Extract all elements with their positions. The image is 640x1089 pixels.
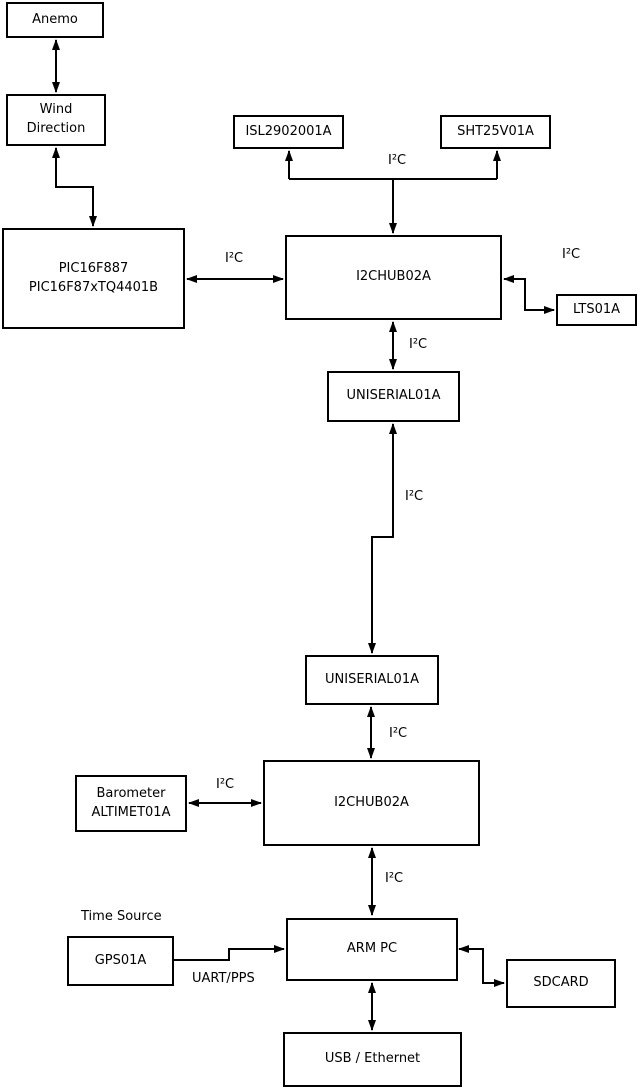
i2c-hub1-box: I2CHUB02A bbox=[285, 235, 502, 320]
arm-pc-box: ARM PC bbox=[286, 918, 458, 981]
pic-microcontroller-label: PIC16F887 PIC16F87xTQ4401B bbox=[28, 260, 159, 295]
usb-ethernet-box: USB / Ethernet bbox=[283, 1032, 462, 1087]
i2c-label-hub1-lts: I²C bbox=[562, 247, 581, 262]
gps-box: GPS01A bbox=[67, 936, 174, 986]
sht-sensor-box: SHT25V01A bbox=[440, 115, 551, 149]
i2c-label-hub1-uniserial1: I²C bbox=[409, 337, 428, 352]
time-source-label: Time Source bbox=[81, 909, 162, 924]
sdcard-box: SDCARD bbox=[506, 959, 616, 1008]
lts-sensor-box: LTS01A bbox=[556, 294, 637, 326]
i2c-label-barometer-hub2: I²C bbox=[216, 777, 235, 792]
wind-direction-box: Wind Direction bbox=[6, 94, 106, 146]
connector-uniserial1-uniserial2 bbox=[368, 423, 397, 654]
uniserial2-label: UNISERIAL01A bbox=[325, 671, 419, 687]
connector-gps-armpc bbox=[174, 945, 285, 961]
barometer-label: Barometer ALTIMET01A bbox=[91, 785, 171, 820]
i2c-label-uniserial2-hub2: I²C bbox=[389, 726, 408, 741]
i2c-hub1-label: I2CHUB02A bbox=[356, 269, 431, 285]
anemo-box: Anemo bbox=[6, 2, 104, 38]
barometer-box: Barometer ALTIMET01A bbox=[75, 775, 187, 832]
usb-ethernet-label: USB / Ethernet bbox=[324, 1051, 421, 1067]
uniserial2-box: UNISERIAL01A bbox=[305, 655, 439, 705]
pic-microcontroller-box: PIC16F887 PIC16F87xTQ4401B bbox=[2, 228, 185, 329]
connector-wind-pic bbox=[52, 147, 97, 227]
i2c-label-pic-hub1: I²C bbox=[225, 251, 244, 266]
sdcard-label: SDCARD bbox=[533, 975, 589, 991]
uart-pps-label: UART/PPS bbox=[192, 971, 255, 986]
uniserial1-label: UNISERIAL01A bbox=[346, 388, 441, 404]
isl-sensor-label: ISL2902001A bbox=[245, 123, 332, 139]
i2c-label-uniserial-link: I²C bbox=[405, 489, 424, 504]
i2c-hub2-label: I2CHUB02A bbox=[334, 794, 409, 810]
connector-armpc-sdcard bbox=[458, 945, 505, 987]
sht-sensor-label: SHT25V01A bbox=[457, 123, 534, 139]
i2c-label-hub2-armpc: I²C bbox=[385, 871, 404, 886]
lts-sensor-label: LTS01A bbox=[572, 301, 621, 317]
anemo-label: Anemo bbox=[32, 11, 78, 27]
isl-sensor-box: ISL2902001A bbox=[233, 115, 344, 149]
connector-hub1-lts bbox=[503, 275, 555, 314]
arm-pc-label: ARM PC bbox=[346, 941, 398, 957]
uniserial1-box: UNISERIAL01A bbox=[327, 371, 460, 422]
wind-direction-label: Wind Direction bbox=[26, 102, 86, 136]
gps-label: GPS01A bbox=[94, 952, 147, 968]
i2c-hub2-box: I2CHUB02A bbox=[263, 760, 480, 846]
i2c-label-sensor-bus: I²C bbox=[388, 153, 407, 168]
